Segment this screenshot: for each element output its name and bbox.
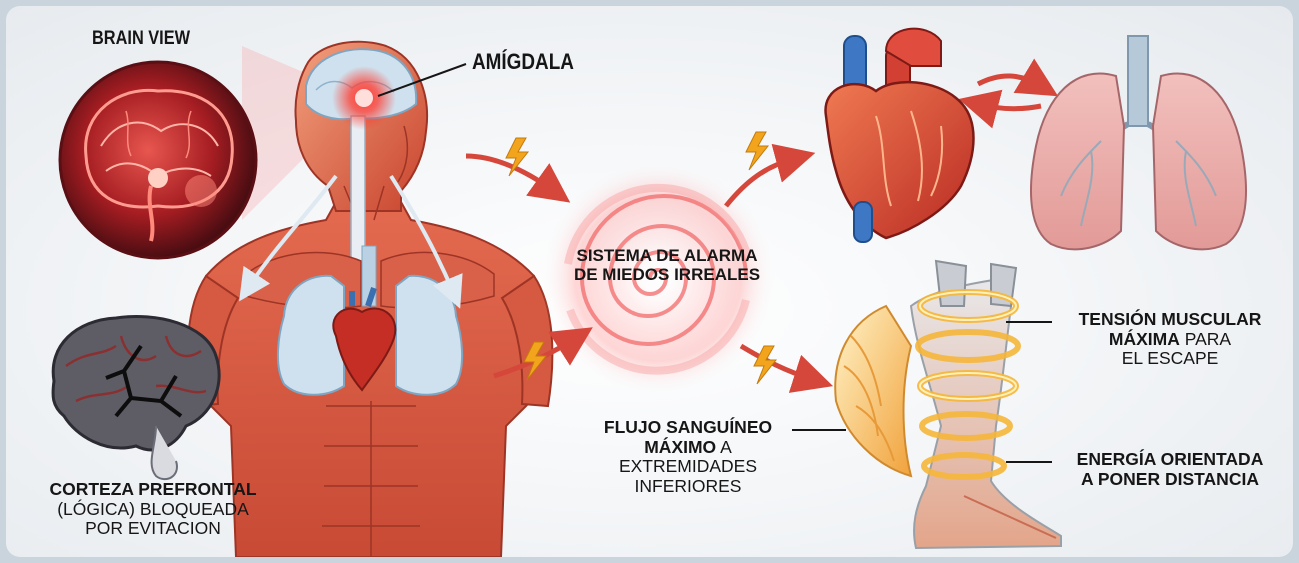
blood-flow-label: FLUJO SANGUÍNEO MÁXIMO A EXTREMIDADES IN…: [603, 417, 773, 496]
brain-view-label: BRAIN VIEW: [92, 28, 191, 49]
leader-lines: [792, 321, 1052, 463]
lungs-icon: [1030, 35, 1247, 251]
lightning-bolts: [505, 131, 778, 385]
winged-leg-icon: [834, 259, 1062, 550]
infographic-frame: BRAIN VIEW AMÍGDALA SISTEMA DE ALARMA DE…: [6, 6, 1293, 557]
heart-icon: [824, 27, 975, 243]
amygdala-label: AMÍGDALA: [472, 49, 574, 74]
amygdala-glow-icon: [332, 63, 467, 130]
blocked-brain-icon: [51, 315, 221, 481]
brain-view-icon: [58, 60, 258, 260]
prefrontal-cortex-label: CORTEZA PREFRONTAL (LÓGICA) BLOQUEADA PO…: [49, 479, 257, 539]
illustration-layer: [51, 27, 1247, 557]
lightning-arrow-icon: [465, 58, 1059, 393]
energy-label: ENERGÍA ORIENTADA A PONER DISTANCIA: [1076, 449, 1264, 489]
alarm-system-label: SISTEMA DE ALARMA DE MIEDOS IRREALES: [573, 246, 761, 285]
muscle-tension-label: TENSIÓN MUSCULAR MÁXIMA PARA EL ESCAPE: [1078, 309, 1262, 369]
